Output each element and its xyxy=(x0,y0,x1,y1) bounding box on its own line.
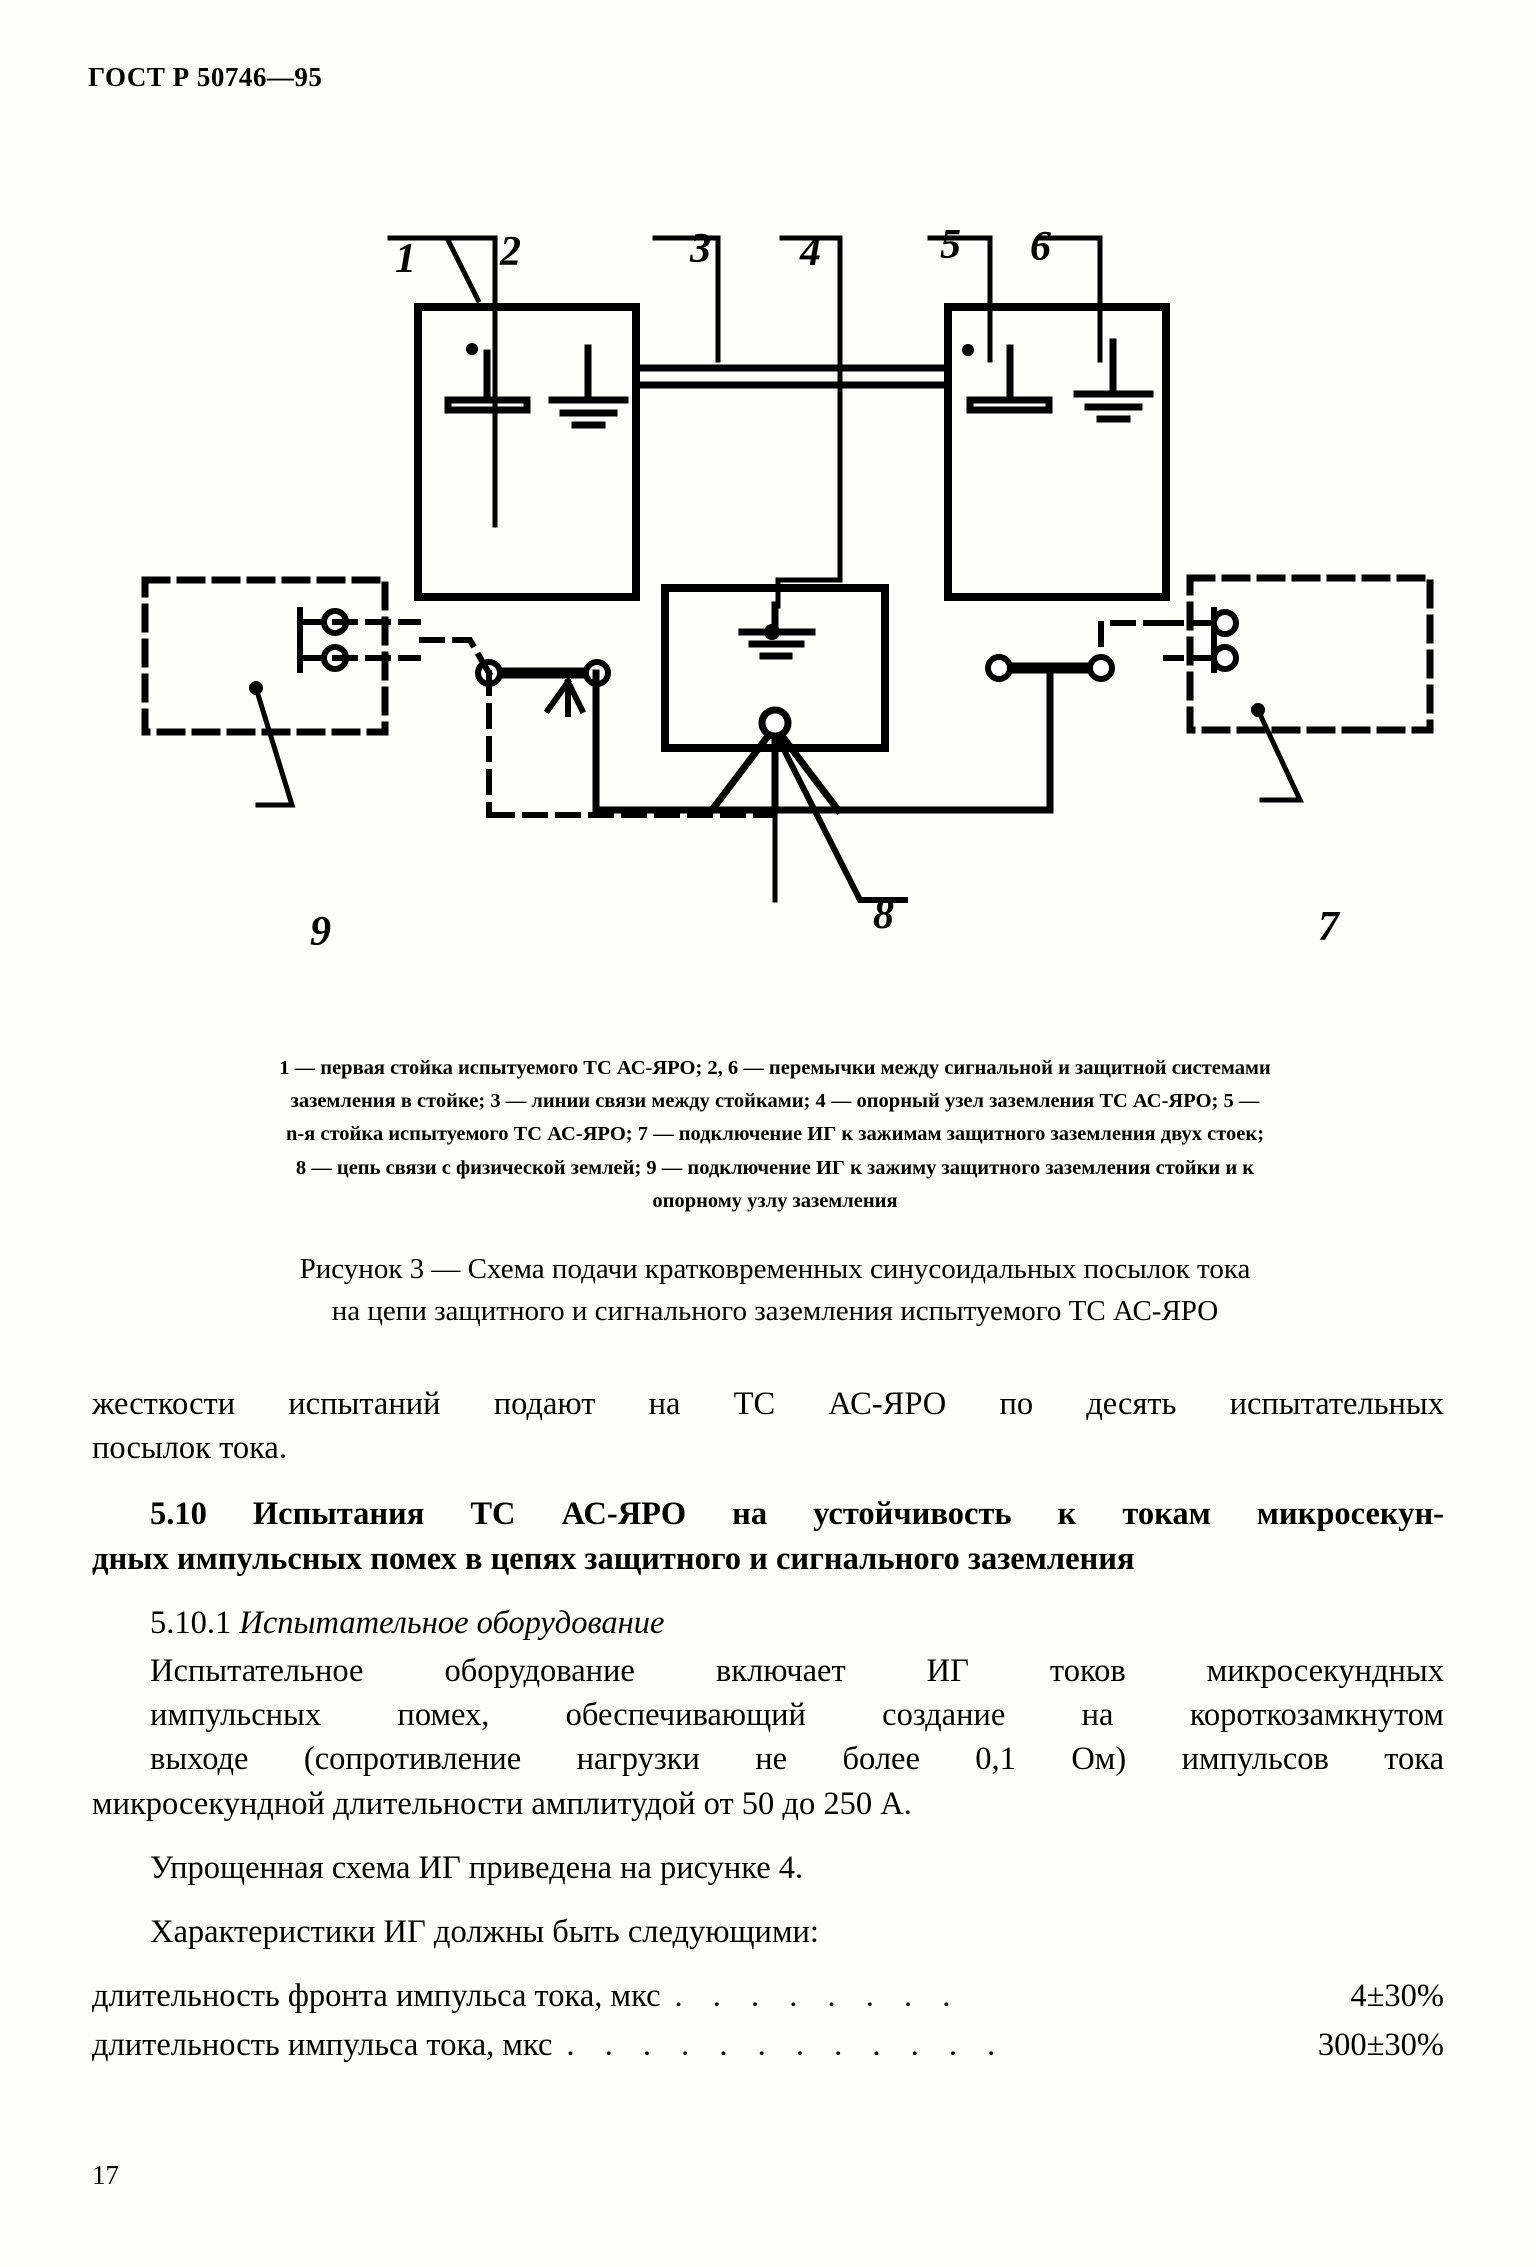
legend-line: 1 — первая стойка испытуемого ТС АС-ЯРО;… xyxy=(279,1057,1271,1079)
left-protective-earth-symbol xyxy=(548,344,629,429)
section-heading-5-10: 5.10 Испытания ТС АС-ЯРО на устойчивость… xyxy=(92,1492,1444,1580)
figure-caption: Рисунок 3 — Схема подачи кратковременных… xyxy=(150,1248,1400,1333)
characteristic-value: 300±30% xyxy=(1317,2026,1444,2063)
body-line: импульсных помех, обеспечивающий создани… xyxy=(150,1697,1444,1734)
body-line: микросекундной длительности амплитудой о… xyxy=(92,1785,912,1822)
characteristic-row: длительность фронта импульса тока, мкс .… xyxy=(92,1972,1444,2021)
figure-caption-line: на цепи защитного и сигнального заземлен… xyxy=(331,1295,1219,1328)
page-number: 17 xyxy=(92,2160,119,2190)
callout-number-1: 1 xyxy=(395,236,416,282)
characteristic-label: длительность импульса тока, мкс xyxy=(92,2026,553,2063)
characteristic-label: длительность фронта импульса тока, мкс xyxy=(92,1978,661,2015)
body-text: жесткости испытаний подают на ТС АС-ЯРО … xyxy=(92,1382,1444,2070)
body-line: посылок тока. xyxy=(92,1430,287,1467)
left-generator-wiring xyxy=(332,619,494,678)
callout-number-3: 3 xyxy=(689,226,711,272)
paragraph-characteristics-intro: Характеристики ИГ должны быть следующими… xyxy=(150,1913,819,1950)
section-title: Испытательное оборудование xyxy=(239,1604,665,1641)
callout-number-2: 2 xyxy=(499,229,521,275)
callout-number-8: 8 xyxy=(873,892,894,938)
callout-number-7: 7 xyxy=(1318,904,1341,950)
protective-earth-bus xyxy=(592,664,1054,814)
callout-leaders-bottom xyxy=(252,684,1304,903)
body-line: Испытательное оборудование включает ИГ т… xyxy=(150,1652,1444,1689)
legend-line: 8 — цепь связи с физической землей; 9 — … xyxy=(295,1156,1255,1179)
left-generator-lower-loop xyxy=(486,670,773,818)
body-line: жесткости испытаний подают на ТС АС-ЯРО … xyxy=(92,1386,1444,1422)
callout-leaders-top xyxy=(387,235,1103,363)
left-rack-outline xyxy=(414,303,640,601)
paragraph-continuation: жесткости испытаний подают на ТС АС-ЯРО … xyxy=(92,1382,1444,1470)
characteristic-row: длительность импульса тока, мкс . . . . … xyxy=(92,2021,1444,2070)
callout-number-6: 6 xyxy=(1030,224,1051,270)
legend-line: n-я стойка испытуемого ТС АС-ЯРО; 7 — по… xyxy=(285,1123,1265,1146)
figure-legend: 1 — первая стойка испытуемого ТС АС-ЯРО;… xyxy=(150,1052,1400,1218)
left-jumper-bar xyxy=(475,659,611,717)
characteristics-list: длительность фронта импульса тока, мкс .… xyxy=(92,1972,1444,2070)
figure-caption-line: Рисунок 3 — Схема подачи кратковременных… xyxy=(299,1253,1251,1285)
section-number: 5.10.1 xyxy=(150,1604,232,1641)
right-impulse-generator-box xyxy=(1186,574,1434,734)
right-protective-earth-symbol xyxy=(1073,338,1154,423)
left-signal-ground-symbol xyxy=(444,349,531,414)
right-signal-ground-symbol xyxy=(966,344,1053,414)
paragraph-scheme-reference: Упрощенная схема ИГ приведена на рисунке… xyxy=(150,1849,804,1886)
callout-number-9: 9 xyxy=(310,909,331,955)
callout-number-4: 4 xyxy=(799,229,821,275)
legend-line: заземления в стойке; 3 — линии связи меж… xyxy=(290,1090,1260,1113)
right-generator-wiring xyxy=(1098,620,1217,661)
characteristic-value: 4±30% xyxy=(1350,1978,1444,2015)
section-heading-line: дных импульсных помех в цепях защитного … xyxy=(92,1540,1135,1577)
callout-1-dot xyxy=(466,343,478,355)
physical-earth-terminal xyxy=(758,706,792,740)
right-rack-outline xyxy=(944,303,1170,601)
callout-number-5: 5 xyxy=(940,222,961,268)
callout-4-leader xyxy=(775,357,843,609)
leader-dots: . . . . . . . . . . . . xyxy=(566,2026,1007,2063)
leader-dots: . . . . . . . . xyxy=(674,1978,962,2015)
legend-line: опорному узлу заземления xyxy=(652,1189,898,1212)
body-line: выходе (сопротивление нагрузки не более … xyxy=(150,1741,1444,1778)
inter-rack-communication-lines xyxy=(632,364,952,389)
schematic-drawing: 1 2 3 4 5 6 9 8 7 xyxy=(141,222,1434,955)
section-heading-line: 5.10 Испытания ТС АС-ЯРО на устойчивость… xyxy=(150,1496,1444,1533)
callout-5-dot xyxy=(962,344,974,356)
section-heading-5-10-1: 5.10.1 Испытательное оборудование xyxy=(92,1601,1444,1645)
paragraph-equipment: Испытательное оборудование включает ИГ т… xyxy=(92,1649,1444,1826)
right-generator-terminals xyxy=(1211,607,1239,673)
figure-3-schematic: 1 2 3 4 5 6 9 8 7 xyxy=(0,110,1536,1040)
callout-4-dot xyxy=(764,624,780,640)
callout-numbers: 1 2 3 4 5 6 9 8 7 xyxy=(310,222,1341,955)
document-standard-header: ГОСТ Р 50746—95 xyxy=(88,62,323,92)
